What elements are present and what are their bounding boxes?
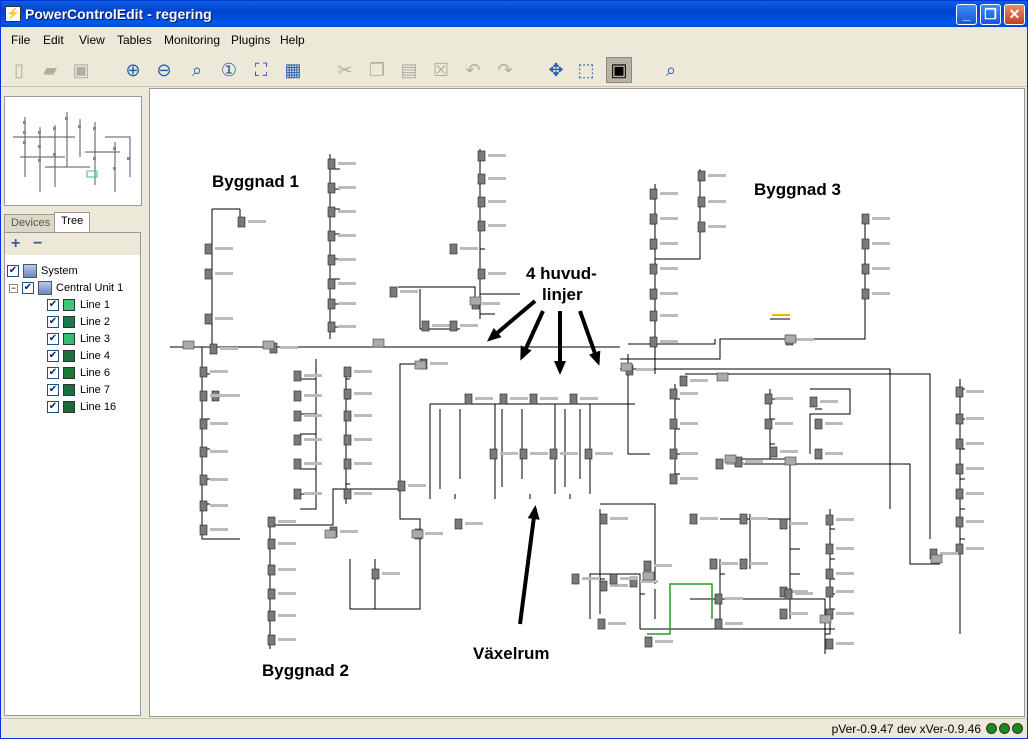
tree-node-system[interactable]: ✔ System xyxy=(7,263,78,279)
label-building-3: Byggnad 3 xyxy=(754,180,841,199)
status-led-icon xyxy=(999,723,1010,734)
tree-node-line[interactable]: ✔ Line 2 xyxy=(47,314,110,330)
overview-minimap[interactable] xyxy=(4,96,142,206)
label-building-2: Byggnad 2 xyxy=(262,661,349,680)
label-main-lines-1: 4 huvud- xyxy=(526,264,597,283)
label-switch-room: Växelrum xyxy=(473,644,550,663)
tree-node-label: Line 7 xyxy=(80,384,110,396)
select-icon[interactable]: ⬚ xyxy=(577,59,595,80)
tab-devices[interactable]: Devices xyxy=(4,214,58,232)
copy-icon[interactable]: ❐ xyxy=(368,59,386,80)
expand-icon[interactable]: + xyxy=(11,235,21,252)
version-info: pVer-0.9.47 dev xVer-0.9.46 xyxy=(831,722,981,736)
undo-icon[interactable]: ↶ xyxy=(465,59,481,80)
menu-bar: File Edit View Tables Monitoring Plugins… xyxy=(1,27,1027,52)
system-icon xyxy=(23,264,37,278)
menu-edit[interactable]: Edit xyxy=(43,33,64,47)
tab-tree[interactable]: Tree xyxy=(54,212,91,232)
diagram-canvas[interactable]: Byggnad 1 Byggnad 3 Byggnad 2 4 huvud- l… xyxy=(149,88,1025,717)
move-icon[interactable]: ✥ xyxy=(548,59,564,80)
status-led-icon xyxy=(1012,723,1023,734)
status-indicators xyxy=(986,723,1023,734)
tree-node-label: Line 6 xyxy=(80,367,110,379)
delete-icon[interactable]: ☒ xyxy=(432,59,450,80)
tree-node-line[interactable]: ✔ Line 7 xyxy=(47,382,110,398)
database-icon xyxy=(38,281,52,295)
new-file-icon[interactable]: ▯ xyxy=(14,59,24,80)
menu-file[interactable]: File xyxy=(11,33,31,47)
menu-help[interactable]: Help xyxy=(280,33,305,47)
status-led-icon xyxy=(986,723,997,734)
label-building-1: Byggnad 1 xyxy=(212,172,299,191)
annotation-arrows xyxy=(486,299,601,625)
tree-node-label: Central Unit 1 xyxy=(56,282,124,294)
grid-icon[interactable]: ▦ xyxy=(284,59,302,80)
save-icon[interactable]: ▣ xyxy=(72,59,90,80)
tree-node-label: Line 3 xyxy=(80,333,110,345)
search-icon[interactable]: ⌕ xyxy=(665,59,677,80)
window-title: PowerControlEdit - regering xyxy=(25,6,212,22)
tree-node-line[interactable]: ✔ Line 3 xyxy=(47,331,110,347)
checkbox-line[interactable]: ✔ xyxy=(47,350,59,362)
tree-node-line[interactable]: ✔ Line 16 xyxy=(47,399,116,415)
tree-view: + − ✔ System − ✔ Central Unit 1 ✔Line 1✔… xyxy=(4,232,141,716)
line-color-swatch xyxy=(63,299,75,311)
toolbar: ▯ ▰ ▣ ⊕ ⊖ ⌕ ① ⛶ ▦ ✂ ❐ ▤ ☒ ↶ ↷ ✥ ⬚ ▣ ⌕ xyxy=(1,53,1027,87)
cut-icon[interactable]: ✂ xyxy=(337,59,353,80)
menu-view[interactable]: View xyxy=(79,33,105,47)
status-bar: pVer-0.9.47 dev xVer-0.9.46 xyxy=(1,718,1027,738)
tree-node-label: Line 16 xyxy=(80,401,117,413)
highlighted-line xyxy=(647,583,713,635)
label-main-lines-2: linjer xyxy=(542,285,583,304)
tree-node-central-unit[interactable]: − ✔ Central Unit 1 xyxy=(9,280,123,296)
collapse-toggle-icon[interactable]: − xyxy=(9,282,18,293)
tree-node-line[interactable]: ✔ Line 1 xyxy=(47,297,110,313)
checkbox-line[interactable]: ✔ xyxy=(47,316,59,328)
minimap-drawing xyxy=(9,103,137,199)
minimize-button[interactable]: _ xyxy=(956,4,977,25)
line-color-swatch xyxy=(63,350,75,362)
tree-node-label: Line 1 xyxy=(80,299,110,311)
left-panel: Devices Tree + − ✔ System − ✔ Central Un… xyxy=(1,88,146,718)
checkbox-line[interactable]: ✔ xyxy=(47,384,59,396)
tree-node-line[interactable]: ✔ Line 4 xyxy=(47,348,110,364)
menu-tables[interactable]: Tables xyxy=(117,33,152,47)
zoom-actual-icon[interactable]: ① xyxy=(220,59,238,80)
menu-monitoring[interactable]: Monitoring xyxy=(164,33,221,47)
paste-icon[interactable]: ▤ xyxy=(400,59,418,80)
zoom-out-icon[interactable]: ⊖ xyxy=(156,59,172,80)
maximize-button[interactable]: ❐ xyxy=(980,4,1001,25)
checkbox-line[interactable]: ✔ xyxy=(47,333,59,345)
wiring-lines xyxy=(170,149,965,654)
tree-node-label: System xyxy=(41,265,78,277)
title-bar[interactable]: ⚡ PowerControlEdit - regering _ ❐ ✕ xyxy=(1,1,1027,27)
collapse-icon[interactable]: − xyxy=(33,235,43,252)
tree-node-label: Line 4 xyxy=(80,350,110,362)
checkbox-central-unit[interactable]: ✔ xyxy=(22,282,34,294)
tree-node-line[interactable]: ✔ Line 6 xyxy=(47,365,110,381)
checkbox-line[interactable]: ✔ xyxy=(47,367,59,379)
zoom-fit-icon[interactable]: ⌕ xyxy=(191,59,203,80)
menu-plugins[interactable]: Plugins xyxy=(231,33,271,47)
redo-icon[interactable]: ↷ xyxy=(497,59,513,80)
line-color-swatch xyxy=(63,316,75,328)
line-color-swatch xyxy=(63,401,75,413)
open-folder-icon[interactable]: ▰ xyxy=(43,59,57,80)
device-symbols xyxy=(182,150,984,650)
power-network-diagram: Byggnad 1 Byggnad 3 Byggnad 2 4 huvud- l… xyxy=(170,149,984,680)
checkbox-line[interactable]: ✔ xyxy=(47,299,59,311)
app-icon[interactable]: ⚡ xyxy=(5,6,21,22)
checkbox-line[interactable]: ✔ xyxy=(47,401,59,413)
line-color-swatch xyxy=(63,333,75,345)
fit-page-icon[interactable]: ⛶ xyxy=(254,59,268,80)
tree-node-label: Line 2 xyxy=(80,316,110,328)
zoom-in-icon[interactable]: ⊕ xyxy=(125,59,141,80)
tree-toolbar: + − xyxy=(5,233,140,255)
line-color-swatch xyxy=(63,367,75,379)
line-color-swatch xyxy=(63,384,75,396)
close-button[interactable]: ✕ xyxy=(1004,4,1025,25)
checkbox-system[interactable]: ✔ xyxy=(7,265,19,277)
monitor-icon[interactable]: ▣ xyxy=(606,57,632,83)
